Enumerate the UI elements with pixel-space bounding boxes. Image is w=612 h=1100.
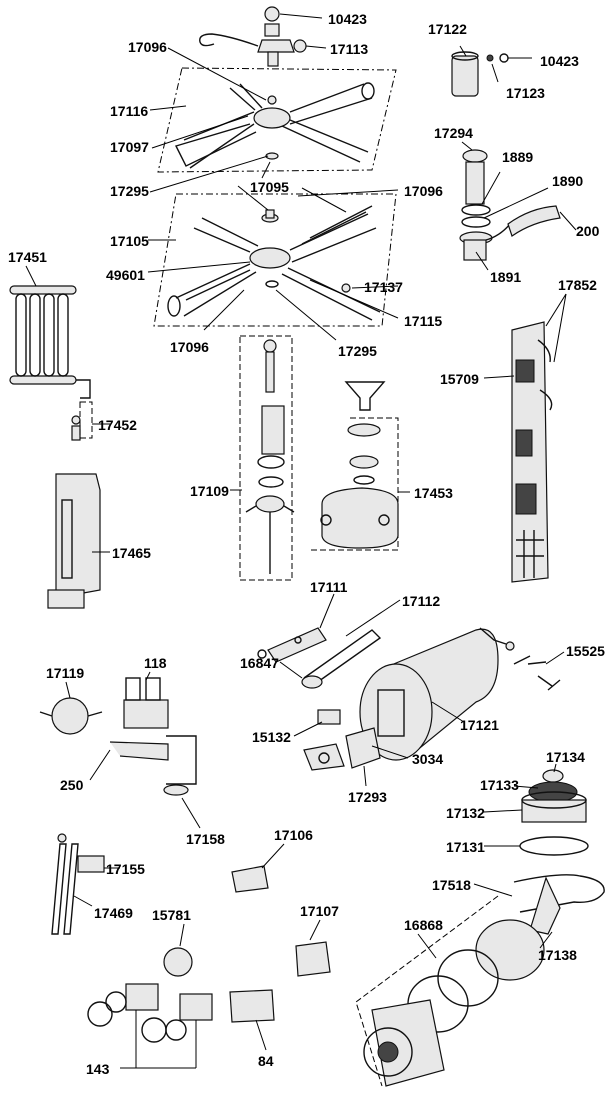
label-17109: 17109 [190,483,229,499]
label-17852: 17852 [558,277,597,293]
label-17158: 17158 [186,831,225,847]
label-17115: 17115 [404,313,442,329]
label-17132: 17132 [446,805,485,821]
part-number-labels: 10423 17113 17096 17116 17097 17295 1709… [8,11,605,1077]
label-15132: 15132 [252,729,291,745]
label-17131: 17131 [446,839,485,855]
label-17155: 17155 [106,861,145,877]
label-17122: 17122 [428,21,467,37]
label-17111: 17111 [310,579,348,595]
label-118: 118 [144,655,167,671]
label-17116: 17116 [110,103,148,119]
label-10423-right: 10423 [540,53,579,69]
label-16868: 16868 [404,917,443,933]
label-17453: 17453 [414,485,453,501]
label-17113: 17113 [330,41,368,57]
drain-assembly [459,149,561,261]
hose-17518 [513,874,605,935]
label-17107: 17107 [300,903,339,919]
filter-cap-17134 [519,769,589,856]
tank-17121 [359,627,515,761]
label-17096-lower: 17096 [170,339,209,355]
label-17137: 17137 [364,279,403,295]
part-17122-cylinder [451,51,509,97]
lower-spray-arm [153,193,397,327]
label-10423-top: 10423 [328,11,367,27]
leader-lines [25,13,577,1069]
panel-17465 [47,473,101,609]
label-17465: 17465 [112,545,151,561]
rack-17469 [51,833,105,935]
hose-connector-15525 [513,655,561,691]
label-17096-upper: 17096 [128,39,167,55]
upper-spray-arm [157,67,397,173]
label-15709: 15709 [440,371,479,387]
heater-rack-17451 [9,285,93,441]
label-17095: 17095 [250,179,289,195]
label-16847: 16847 [240,655,279,671]
label-17134: 17134 [546,749,585,765]
label-84: 84 [258,1053,274,1069]
label-17121: 17121 [460,717,499,733]
label-17518: 17518 [432,877,471,893]
label-17105: 17105 [110,233,149,249]
label-200: 200 [576,223,600,239]
filter-assembly-17453 [310,381,399,551]
label-17293: 17293 [348,789,387,805]
label-17133: 17133 [480,777,519,793]
label-17469: 17469 [94,905,133,921]
label-17452: 17452 [98,417,137,433]
small-motors [163,865,331,977]
label-17112: 17112 [402,593,440,609]
valve-group [39,677,197,796]
pump-parts-small [303,709,381,771]
label-17294: 17294 [434,125,473,141]
wash-tube-17109 [239,335,295,581]
label-17138: 17138 [538,947,577,963]
label-17451: 17451 [8,249,47,265]
control-panel-15709 [511,321,553,583]
label-49601: 49601 [106,267,145,283]
label-17119: 17119 [46,665,84,681]
label-1891: 1891 [490,269,521,285]
heating-element-17112 [257,627,382,689]
label-250: 250 [60,777,84,793]
label-17097: 17097 [110,139,149,155]
center-nozzle-17095 [261,152,279,223]
label-17123: 17123 [506,85,545,101]
wash-pump-16868 [355,895,545,1087]
label-15781: 15781 [152,907,191,923]
upper-spray-inlet [199,6,307,67]
label-17106: 17106 [274,827,313,843]
label-17096-right: 17096 [404,183,443,199]
label-1890: 1890 [552,173,583,189]
label-15525: 15525 [566,643,605,659]
label-3034: 3034 [412,751,443,767]
label-17295-upper: 17295 [110,183,149,199]
label-1889: 1889 [502,149,533,165]
label-17295-lower: 17295 [338,343,377,359]
timer-parts-143 [87,983,275,1043]
label-143: 143 [86,1061,110,1077]
